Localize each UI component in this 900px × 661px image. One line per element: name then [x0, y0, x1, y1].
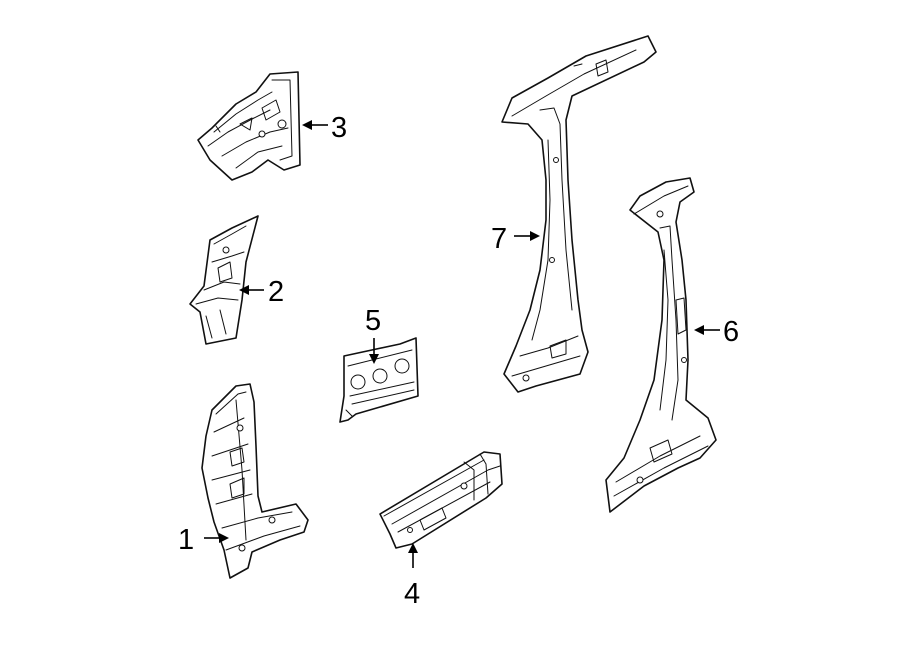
callout-label-7: 7	[491, 223, 507, 255]
callout-6: 6	[694, 316, 739, 348]
callout-2: 2	[239, 276, 284, 308]
callout-7: 7	[491, 223, 540, 255]
arrowhead-1	[219, 533, 229, 543]
callout-label-1: 1	[178, 524, 194, 556]
callout-label-2: 2	[268, 276, 284, 308]
part-5-plate	[339, 337, 419, 423]
part-1-lower-pillar	[201, 383, 309, 579]
arrowhead-2	[239, 285, 249, 295]
callout-label-4: 4	[404, 578, 420, 610]
callout-1: 1	[178, 524, 229, 556]
callout-label-3: 3	[331, 112, 347, 144]
callout-4: 4	[404, 543, 420, 610]
part-7-pillar	[501, 35, 657, 393]
part-2-reinforcement	[189, 215, 259, 345]
arrowhead-4	[408, 543, 418, 553]
callout-label-5: 5	[365, 305, 381, 337]
callout-3: 3	[302, 112, 347, 144]
arrowhead-3	[302, 120, 312, 130]
part-4-rocker	[379, 451, 503, 549]
part-3-bracket	[197, 71, 301, 181]
arrowhead-6	[694, 325, 704, 335]
arrowhead-5	[369, 354, 379, 364]
callout-label-6: 6	[723, 316, 739, 348]
part-6-pillar	[605, 177, 717, 513]
callout-5: 5	[365, 305, 381, 364]
arrowhead-7	[530, 231, 540, 241]
